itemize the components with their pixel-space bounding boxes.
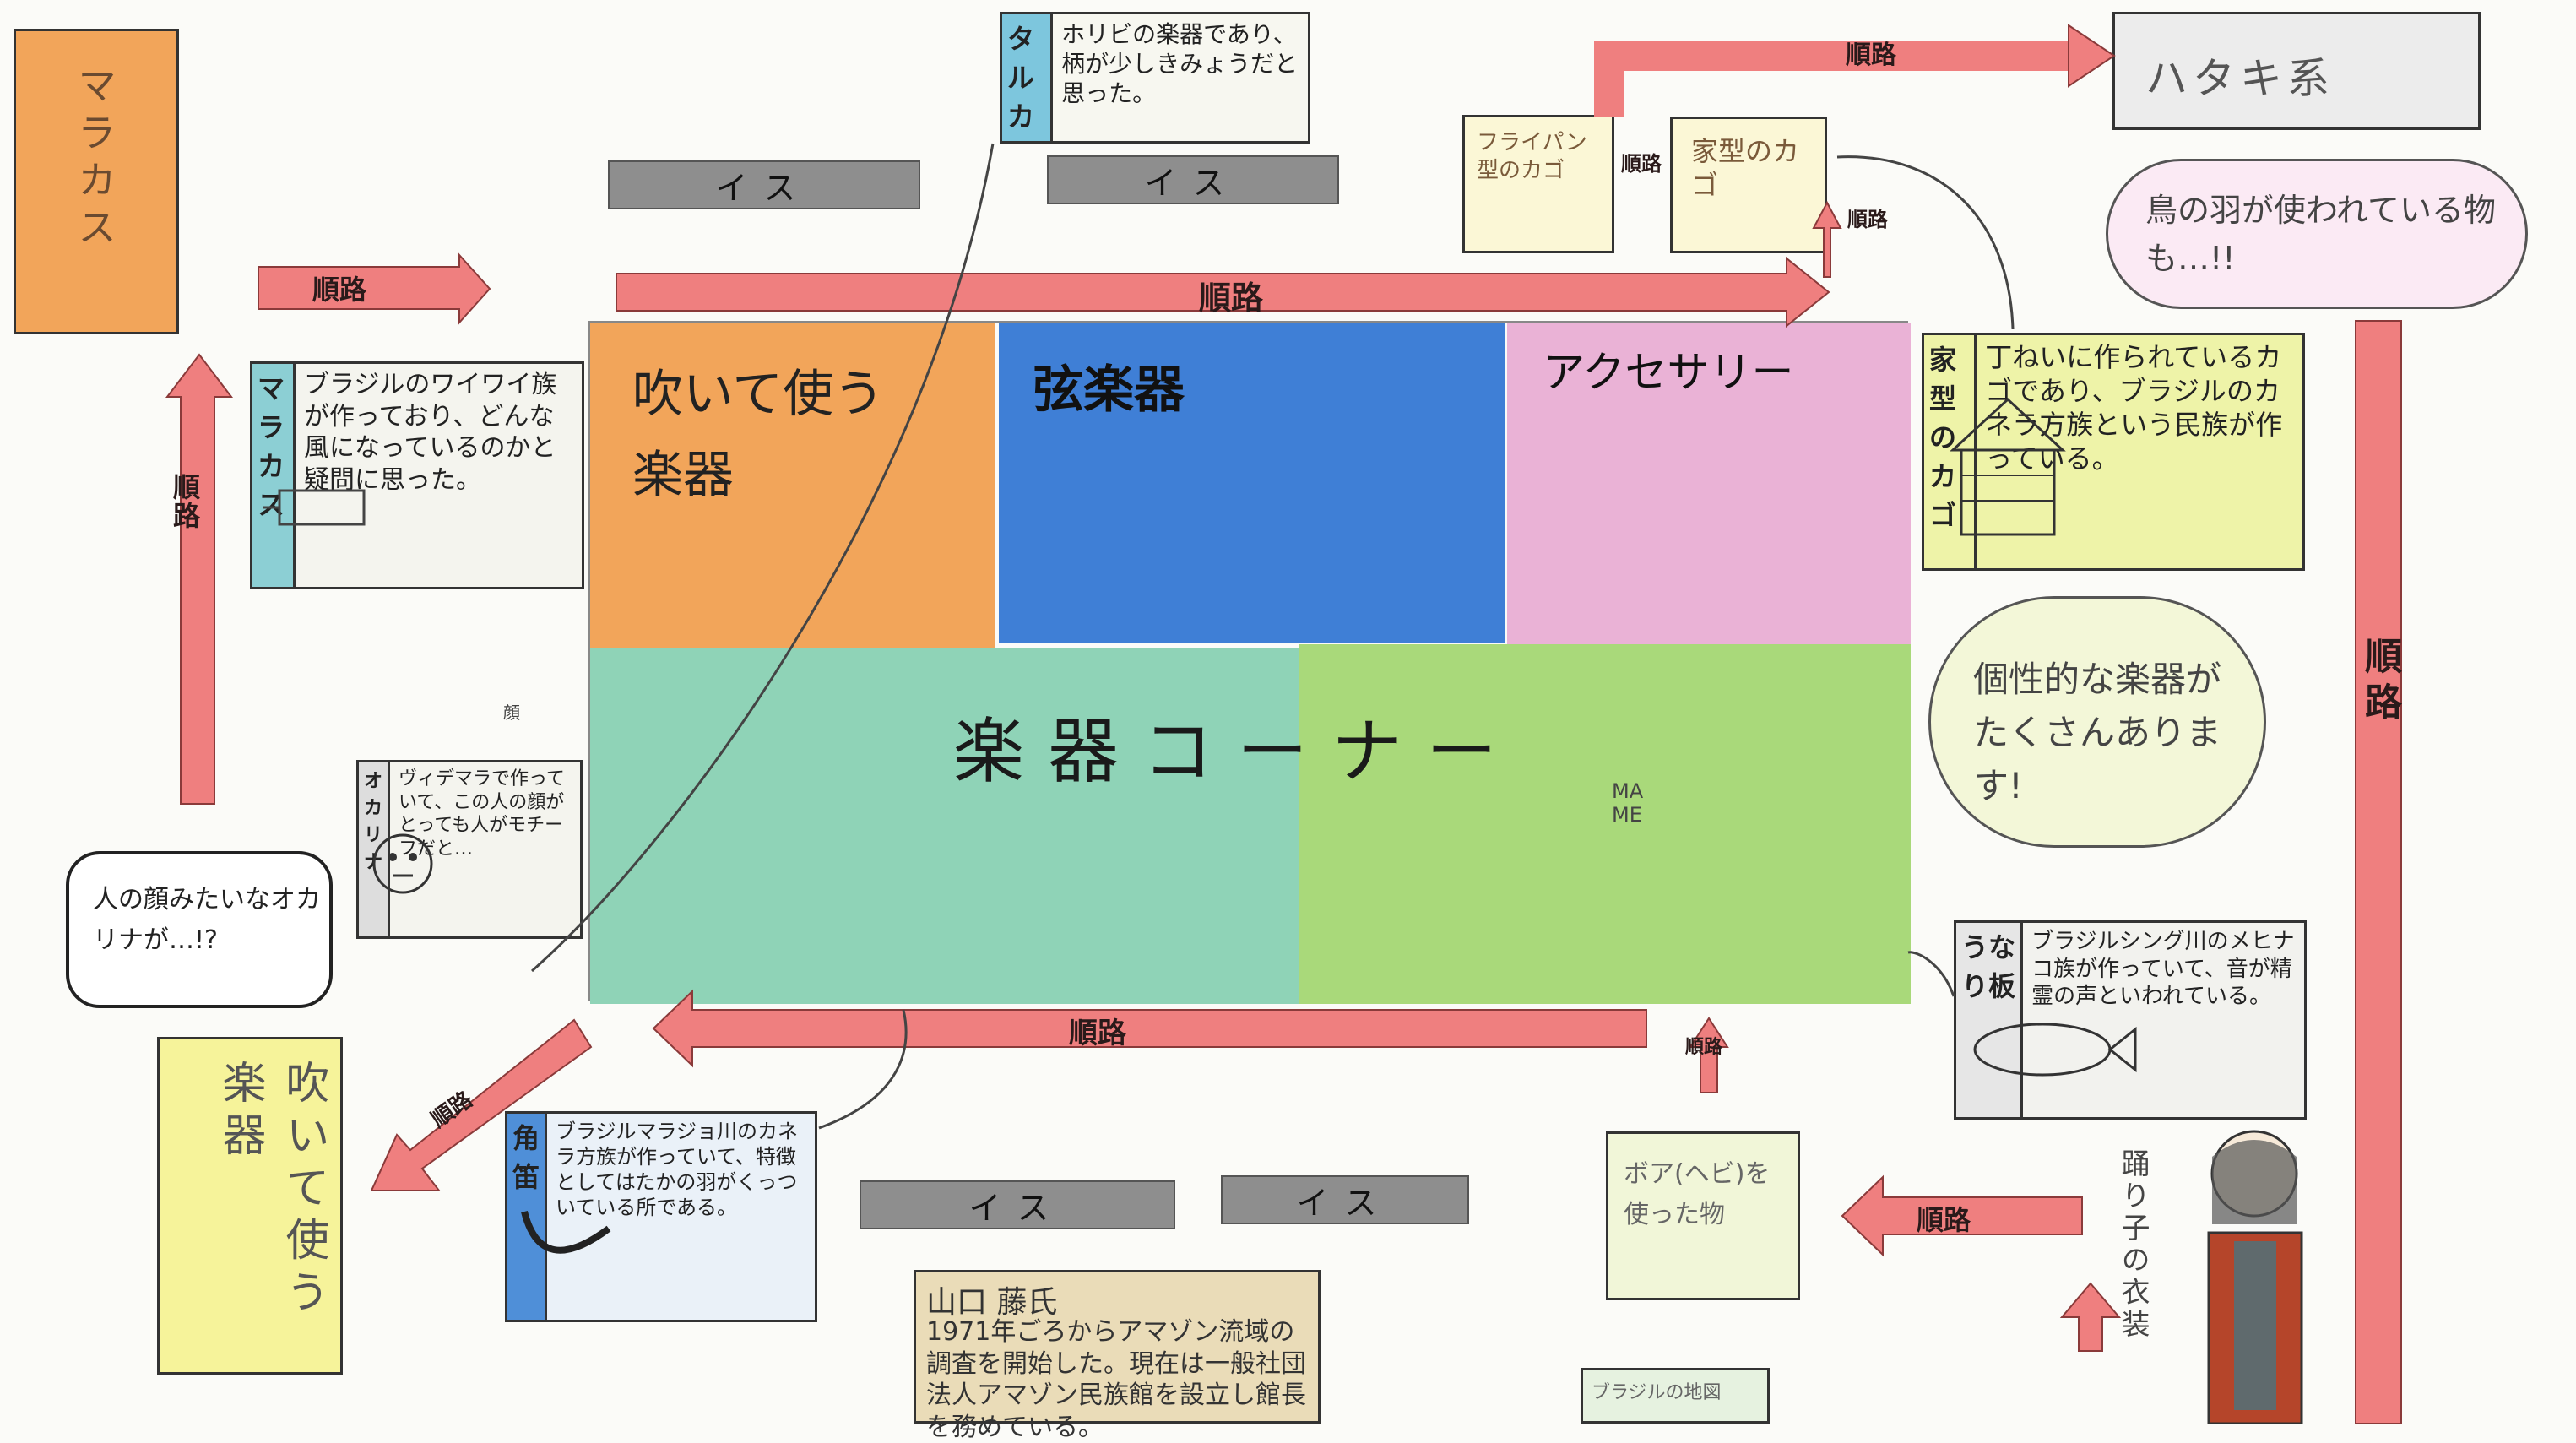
maracas-info-text: ブラジルのワイワイ族が作っており、どんな風になっているのかと疑問に思った。: [303, 370, 557, 495]
boa-exhibit-label: ボア(ヘビ)を使った物: [1624, 1159, 1771, 1229]
dancer-label: 踊り子の衣装: [2116, 1148, 2150, 1341]
bench-bottom-left: イス: [860, 1180, 1175, 1229]
route-label-top-right: 順路: [1846, 41, 1896, 70]
bullroarer-info-panel: うなり板 ブラジルシング川のメヒナコ族が作っていて、音が精霊の声といわれている。: [1954, 920, 2307, 1120]
bench-top-center: イス: [1047, 155, 1339, 204]
unique-instruments-text: 個性的な楽器がたくさんあります!: [1973, 659, 2222, 806]
dancer-icon: [2207, 1130, 2303, 1424]
instrument-corner: 吹いて使う楽器 弦楽器 アクセサリー 楽器コーナー MA ME: [588, 321, 1911, 1004]
feather-bubble-text: 鳥の羽が使われている物も…!!: [2145, 192, 2496, 277]
ocarina-bubble-text: 人の顔みたいなオカリナが…!?: [93, 885, 321, 955]
frypan-basket-box: フライパン型のカゴ: [1462, 115, 1614, 253]
route-arrow-left-vertical: [165, 353, 234, 805]
route-label-basket: 順路: [1621, 152, 1662, 176]
horn-info-title: 角笛: [512, 1122, 540, 1193]
string-instrument-label: 弦楽器: [1033, 361, 1185, 420]
boa-exhibit-box: ボア(ヘビ)を使った物: [1606, 1131, 1800, 1300]
unique-instruments-bubble: 個性的な楽器がたくさんあります!: [1928, 596, 2266, 848]
bench-bottom-right: イス: [1221, 1175, 1469, 1224]
horn-info-text: ブラジルマラジョ川のカネラ方族が作っていて、特徴としてはたかの羽がくっついている…: [556, 1120, 799, 1219]
fish-icon: [1973, 1023, 2137, 1077]
route-label-small-up-bottom: 順路: [1685, 1037, 1723, 1058]
maracas-icon: [263, 489, 366, 526]
route-label-right-vertical: 順路: [2358, 637, 2401, 728]
taruka-title: タルカ: [1007, 23, 1035, 133]
yamaguchi-info-panel: 山口 藤氏 1971年ごろからアマゾン流域の調査を開始した。現在は一般社団法人ア…: [914, 1270, 1321, 1442]
ocarina-face-icon: [372, 833, 433, 894]
yamaguchi-title: 山口 藤氏: [926, 1285, 1058, 1320]
instrument-corner-title: 楽器コーナー: [953, 710, 1521, 793]
blow-instrument-zone: 吹いて使う楽器: [590, 323, 995, 653]
hataki-exhibit-box: ハタキ系: [2112, 12, 2481, 130]
brazil-map-box: ブラジルの地図: [1581, 1368, 1770, 1424]
horn-info-panel: 角笛 ブラジルマラジョ川のカネラ方族が作っていて、特徴としてはたかの羽がくっつい…: [505, 1111, 817, 1322]
maracas-info-panel: マラカス ブラジルのワイワイ族が作っており、どんな風になっているのかと疑問に思っ…: [250, 361, 584, 589]
string-instrument-zone: 弦楽器: [999, 323, 1505, 643]
route-label-left-vertical: 順路: [169, 473, 201, 530]
route-label-bottom-left-diagonal: 順路: [426, 1087, 478, 1133]
ocarina-info-title: オカリナ: [364, 771, 383, 873]
brazil-map-label: ブラジルの地図: [1592, 1382, 1722, 1403]
ocarina-note-label: 顔: [503, 703, 520, 723]
house-basket-label: 家型のカゴ: [1691, 135, 1800, 201]
ocarina-speech-bubble: 人の顔みたいなオカリナが…!?: [66, 851, 333, 1008]
feather-speech-bubble: 鳥の羽が使われている物も…!!: [2106, 159, 2528, 309]
bullroarer-info-text: ブラジルシング川のメヒナコ族が作っていて、音が精霊の声といわれている。: [2031, 929, 2295, 1009]
green-floor-zone: [1299, 644, 1911, 1004]
accessory-zone: アクセサリー: [1507, 323, 1911, 644]
route-label-bottom-right: 順路: [1917, 1204, 1971, 1236]
ocarina-info-panel: オカリナ ヴィデマラで作っていて、この人の顔がとっても人がモチーフだと…: [356, 760, 583, 939]
house-basket-info-title: 家型のカゴ: [1929, 344, 1957, 531]
route-label-top: 順路: [1199, 279, 1264, 317]
mame-label: MA ME: [1612, 779, 1644, 827]
route-arrow-right-vertical: [2355, 320, 2402, 1424]
route-label-upper-left: 順路: [312, 274, 367, 306]
maracas-exhibit-label: マラカス: [72, 65, 117, 254]
frypan-basket-label: フライパン型のカゴ: [1477, 130, 1587, 183]
blow-instrument-label: 吹いて使う楽器: [632, 365, 885, 505]
hataki-label: ハタキ系: [2145, 54, 2335, 103]
route-arrow-top-right-bent: [1594, 41, 2077, 117]
maracas-exhibit-box: マラカス: [14, 29, 179, 334]
house-basket-icon: [1950, 397, 2066, 536]
house-basket-box: 家型のカゴ: [1670, 117, 1827, 253]
route-arrow-dancer: [2059, 1282, 2122, 1352]
yamaguchi-text: 1971年ごろからアマゾン流域の調査を開始した。現在は一般社団法人アマゾン民族館…: [926, 1317, 1306, 1442]
blow-instrument-exhibit-label: 吹いて使う楽器: [214, 1060, 328, 1321]
house-basket-info-panel: 家型のカゴ 丁ねいに作られているカゴであり、ブラジルのカネラ方族という民族が作っ…: [1922, 333, 2305, 571]
route-arrow-upper-left: [258, 252, 491, 325]
taruka-text: ホリビの楽器であり、柄が少しきみょうだと思った。: [1061, 20, 1299, 107]
route-label-bottom-center: 順路: [1069, 1017, 1126, 1050]
blow-instrument-exhibit-box: 吹いて使う楽器: [157, 1037, 343, 1375]
accessory-label: アクセサリー: [1543, 348, 1794, 397]
horn-icon: [521, 1211, 611, 1254]
bench-top-left: イス: [608, 160, 920, 209]
taruka-info-panel: タルカ ホリビの楽器であり、柄が少しきみょうだと思った。: [1000, 12, 1310, 144]
route-label-basket-up: 順路: [1847, 208, 1888, 231]
bullroarer-info-title: うなり板: [1961, 931, 2016, 1002]
dancer-costume-figure: [2161, 1123, 2339, 1424]
